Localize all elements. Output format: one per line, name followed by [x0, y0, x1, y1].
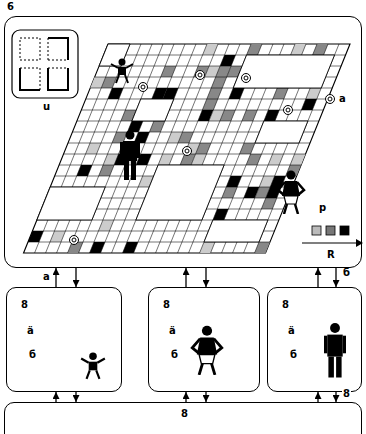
arrow-connector — [55, 268, 56, 287]
arrow-connector — [55, 392, 56, 402]
server-box: 8 — [4, 402, 362, 434]
terminal-box: 8 ä б — [6, 287, 122, 392]
arrow-connector — [75, 392, 76, 402]
arrow-connector — [317, 392, 318, 402]
arrow-connector — [75, 268, 76, 287]
open-area — [136, 165, 224, 220]
node-label: ä — [169, 326, 176, 336]
arrow-connector — [335, 392, 336, 402]
inset-label: u — [42, 102, 51, 112]
arrow-connector — [205, 392, 206, 402]
beacon-label: a — [338, 94, 347, 104]
grid-line — [101, 44, 185, 253]
terminal-box: 8 ä б — [267, 287, 362, 392]
node-label: 8 — [21, 300, 28, 310]
node-label: ä — [27, 326, 34, 336]
grid-line — [68, 44, 152, 253]
edge-label: б — [342, 268, 351, 278]
grid-line — [134, 44, 218, 253]
open-area — [204, 220, 268, 242]
open-area — [233, 55, 334, 88]
node-label: 8 — [163, 300, 170, 310]
grid-line — [112, 44, 196, 253]
map-panel: 6 — [4, 16, 362, 268]
arrow-connector — [185, 392, 186, 402]
scale-label: p — [318, 203, 327, 213]
arrow-connector — [185, 268, 186, 287]
grid-line — [79, 44, 163, 253]
grid-line — [86, 99, 328, 100]
node-label: б — [29, 350, 36, 360]
grid-line — [90, 44, 174, 253]
node-label: ä — [288, 326, 295, 336]
arrow-connector — [335, 268, 336, 287]
scale-label: R — [326, 250, 336, 260]
open-area — [132, 99, 174, 121]
arrow-connector — [317, 268, 318, 287]
node-label: 8 — [282, 300, 289, 310]
edge-label: a — [42, 272, 51, 282]
edge-label: 8 — [342, 389, 351, 399]
open-area — [37, 187, 105, 220]
node-label: б — [171, 350, 178, 360]
terminal-box: 8 ä б — [148, 287, 260, 392]
open-area — [255, 121, 308, 143]
node-label: б — [290, 350, 297, 360]
node-label: 6 — [7, 2, 14, 12]
node-label: 8 — [181, 409, 188, 419]
arrow-connector — [205, 268, 206, 287]
